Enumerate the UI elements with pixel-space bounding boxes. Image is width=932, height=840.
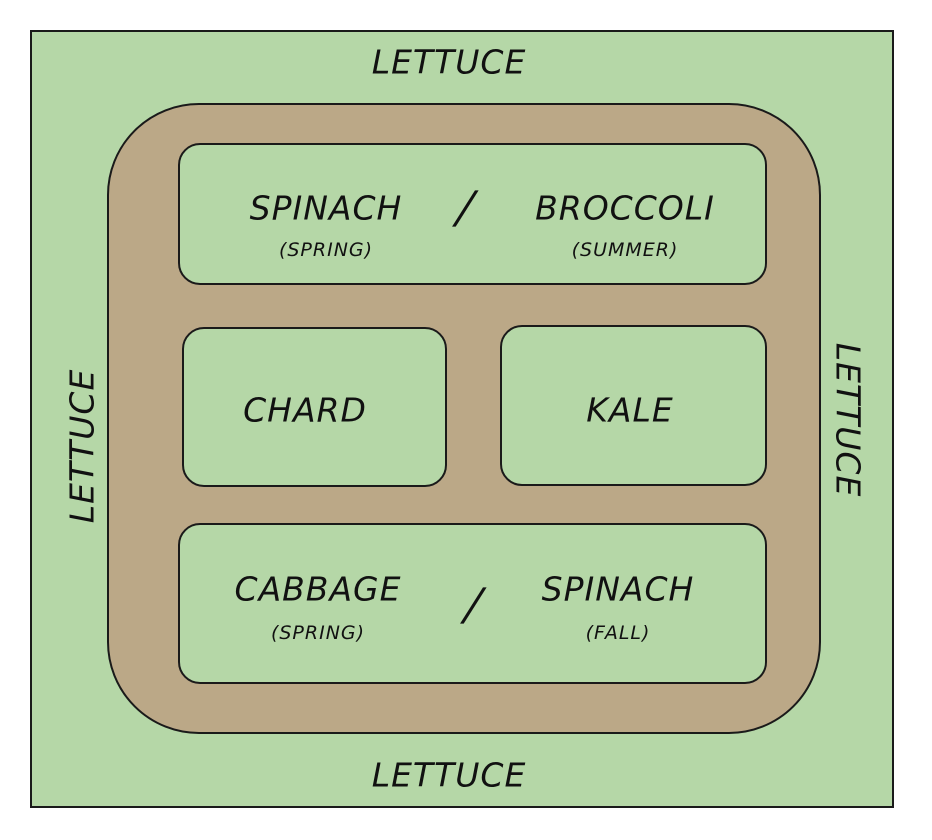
bottom-bed-right-crop: SPINACH	[541, 569, 695, 609]
bed-middle-left	[182, 327, 447, 487]
border-label-right: LETTUCE	[828, 342, 868, 498]
middle-right-bed-crop: KALE	[586, 390, 674, 430]
border-label-bottom: LETTUCE	[371, 755, 527, 795]
top-bed-left-season: (SPRING)	[278, 239, 374, 261]
bottom-bed-left-crop: CABBAGE	[234, 569, 402, 609]
bottom-bed-left-season: (SPRING)	[270, 622, 366, 644]
top-bed-left-crop: SPINACH	[249, 188, 403, 228]
top-bed-right-season: (SUMMER)	[571, 239, 679, 261]
middle-left-bed-crop: CHARD	[243, 390, 367, 430]
bed-top	[178, 143, 767, 285]
border-label-left: LETTUCE	[62, 368, 102, 524]
bottom-bed-right-season: (FALL)	[585, 622, 651, 644]
border-label-top: LETTUCE	[371, 42, 527, 82]
top-bed-right-crop: BROCCOLI	[535, 188, 715, 228]
bed-bottom	[178, 523, 767, 684]
bed-middle-right	[500, 325, 767, 486]
